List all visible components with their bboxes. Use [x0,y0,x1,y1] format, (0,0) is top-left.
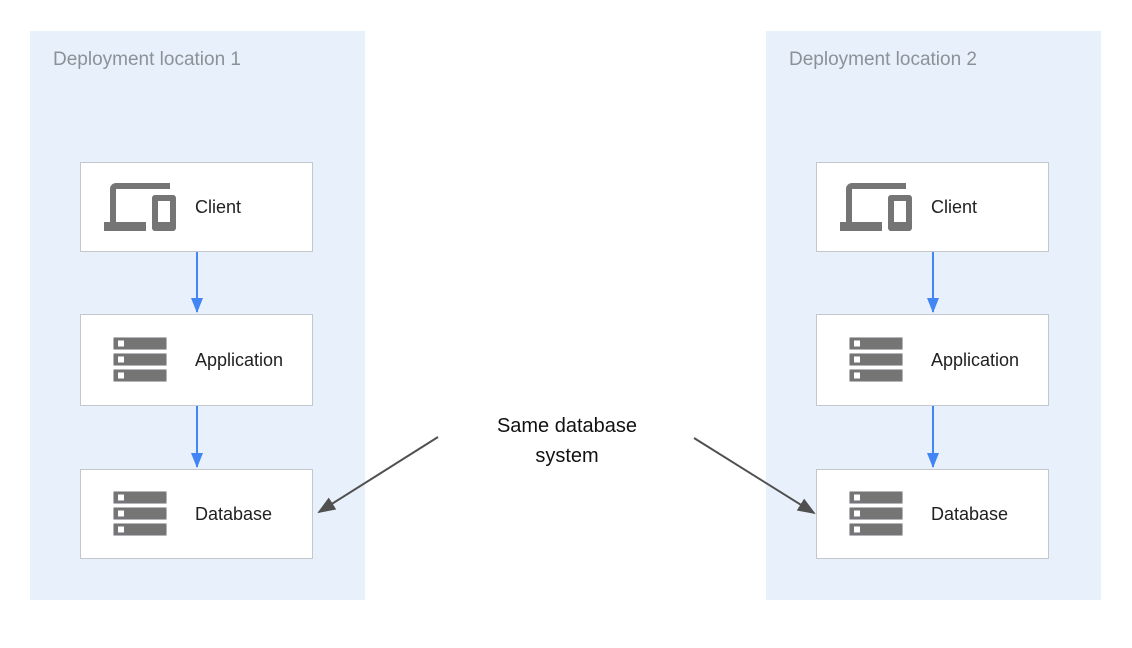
server-stack-icon [101,491,179,537]
node-label: Database [195,503,273,524]
server-stack-icon [837,337,915,383]
panel-title: Deployment location 1 [53,49,241,70]
node-label: Application [931,349,1020,370]
devices-icon [837,183,915,231]
node-label: Client [931,196,978,217]
same-database-label-line2: system [535,445,599,467]
application-node: Application [80,314,313,406]
same-database-label-line1: Same database [496,415,638,437]
same-database-label: Same database system [467,411,667,471]
database-node: Database [816,469,1049,559]
server-stack-icon [837,491,915,537]
database-node: Database [80,469,313,559]
deployment-panel-1: Deployment location 1 Client A [30,31,365,600]
deployment-panel-2: Deployment location 2 Client A [766,31,1101,600]
client-node: Client [816,162,1049,252]
client-node: Client [80,162,313,252]
devices-icon [101,183,179,231]
application-node: Application [816,314,1049,406]
node-label: Application [195,349,284,370]
node-label: Database [931,503,1009,524]
node-label: Client [195,196,242,217]
server-stack-icon [101,337,179,383]
panel-title: Deployment location 2 [789,49,977,70]
